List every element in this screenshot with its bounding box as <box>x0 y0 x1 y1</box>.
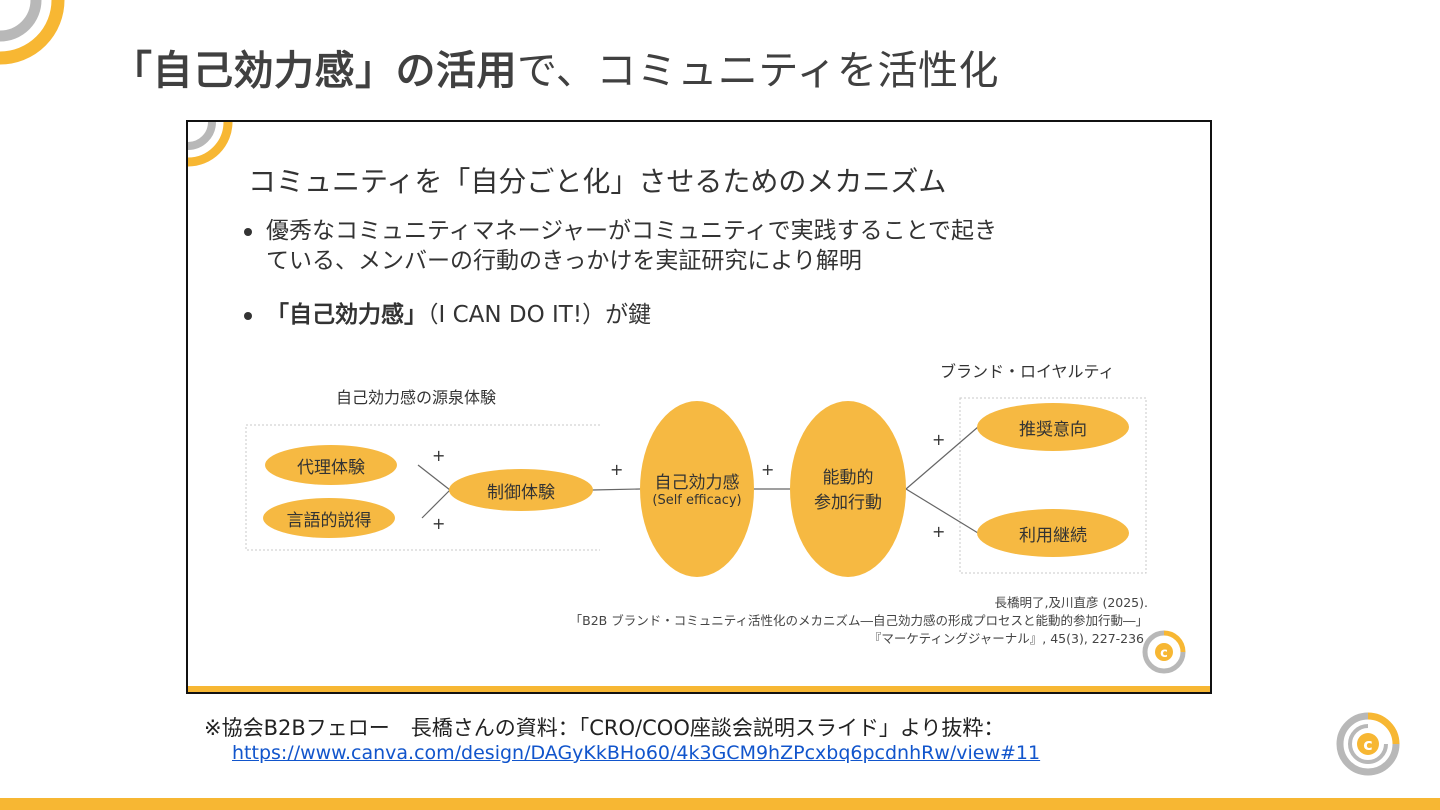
connector <box>905 426 979 490</box>
self-efficacy-label: 自己効力感 <box>654 473 740 493</box>
citation-line-2: 「B2B ブランド・コミュニティ活性化のメカニズム―自己効力感の形成プロセスと能… <box>569 613 1148 628</box>
connector <box>417 464 451 491</box>
source-link[interactable]: https://www.canva.com/design/DAGyKkBHo60… <box>232 742 1041 764</box>
self-efficacy-en-label: (Self efficacy) <box>652 493 742 508</box>
bullet-dot <box>244 228 252 236</box>
node-vicarious <box>265 445 397 485</box>
citation-line-3: 『マーケティングジャーナル』, 45(3), 227-236. <box>868 631 1148 646</box>
corner-arc-icon <box>0 0 65 65</box>
slide-heading: コミュニティを「自分ごと化」させるためのメカニズム <box>248 165 947 198</box>
bullet-2-bold: 「自己効力感」 <box>266 302 427 328</box>
node-continue <box>977 509 1129 557</box>
plus-sign: + <box>432 514 446 533</box>
mechanism-diagram <box>245 397 1147 577</box>
plus-sign: + <box>610 460 624 479</box>
bullet-dot <box>244 312 252 320</box>
active-label-1: 能動的 <box>822 468 874 488</box>
page-title-bold: 「自己効力感」の活用 <box>112 48 517 94</box>
corner-arc-icon <box>188 122 233 167</box>
node-verbal <box>263 498 395 538</box>
bullet-2: 「自己効力感」（I CAN DO IT!）が鍵 <box>266 300 651 331</box>
brand-logo-icon: c <box>1142 630 1186 674</box>
connector <box>421 489 451 519</box>
bullet-1-line1: 優秀なコミュニティマネージャーがコミュニティで実践することで起き <box>266 218 997 244</box>
citation-line-1: 長橋明了,及川直彦 (2025). <box>994 595 1149 610</box>
source-group-box <box>245 424 600 551</box>
vicarious-label: 代理体験 <box>297 458 365 478</box>
verbal-label: 言語的説得 <box>286 511 372 531</box>
svg-text:c: c <box>1363 735 1372 754</box>
page-title-light: で、コミュニティを活性化 <box>517 48 999 94</box>
source-note: ※協会B2Bフェロー 長橋さんの資料：「CRO/COO座談会説明スライド」より抜… <box>204 716 1005 740</box>
embedded-slide: コミュニティを「自分ごと化」させるためのメカニズム 優秀なコミュニティマネージャ… <box>186 120 1212 694</box>
plus-sign: + <box>761 460 775 479</box>
bottom-accent-bar <box>0 798 1440 810</box>
page-title: 「自己効力感」の活用で、コミュニティを活性化 <box>112 38 999 96</box>
source-group-label: 自己効力感の源泉体験 <box>336 388 497 407</box>
loyalty-group-box <box>959 397 1147 574</box>
node-control <box>449 469 593 511</box>
active-label-2: 参加行動 <box>814 493 882 513</box>
plus-sign: + <box>932 430 946 449</box>
plus-sign: + <box>932 522 946 541</box>
node-recommend <box>977 403 1129 451</box>
connector <box>591 488 641 491</box>
slide-bottom-bar <box>188 686 1210 692</box>
bullet-2-rest: （I CAN DO IT!）が鍵 <box>427 302 652 328</box>
recommend-label: 推奨意向 <box>1019 420 1087 440</box>
continue-label: 利用継続 <box>1019 526 1087 546</box>
node-active <box>790 401 906 577</box>
control-label: 制御体験 <box>487 483 555 503</box>
node-self-efficacy <box>640 401 754 577</box>
loyalty-group-label: ブランド・ロイヤルティ <box>940 362 1115 381</box>
svg-text:c: c <box>1160 646 1168 661</box>
bullet-1-line2: ている、メンバーの行動のきっかけを実証研究により解明 <box>266 248 862 274</box>
plus-sign: + <box>432 446 446 465</box>
connector <box>905 488 979 534</box>
brand-logo-icon: c <box>1336 712 1400 776</box>
